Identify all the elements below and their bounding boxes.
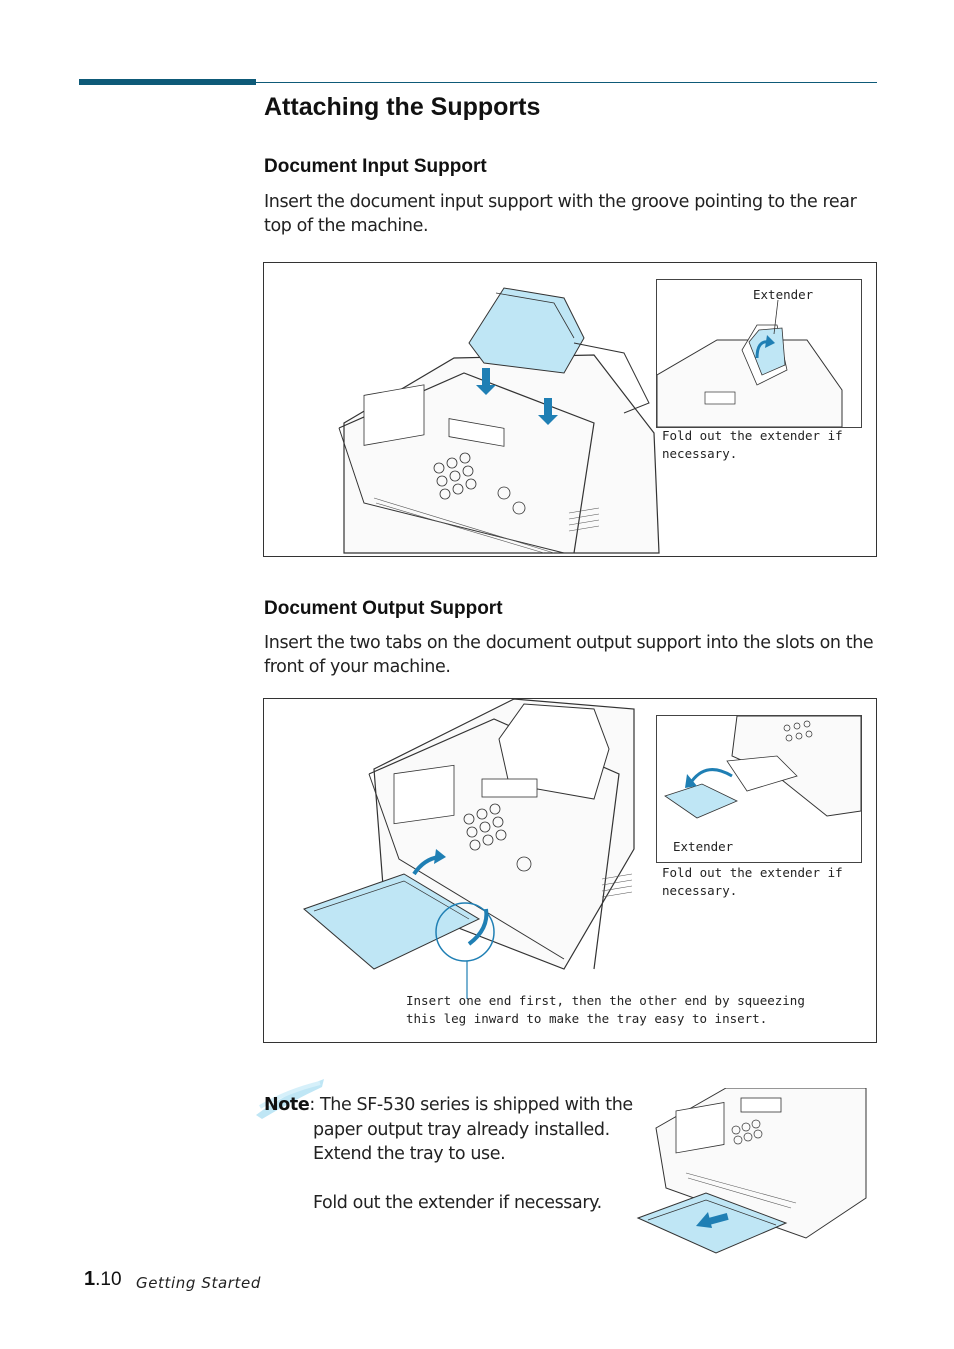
section-body-output-support: Insert the two tabs on the document outp… [264, 633, 874, 677]
note-brush-icon [256, 1079, 324, 1119]
extender-tray-illustration [664, 716, 861, 819]
note-extra: Fold out the extender if necessary. [313, 1192, 602, 1213]
inset-extender-output: Extender [656, 715, 862, 863]
inset-caption-output: Fold out the extender if necessary. [662, 865, 843, 898]
footer-section-name: Getting Started [136, 1274, 261, 1292]
page-number-minor: .10 [95, 1269, 122, 1290]
note-text: : The SF-530 series is shipped with the [309, 1095, 633, 1115]
fax-machine-output-illustration [303, 699, 635, 999]
inset-label-extender-output: Extender [673, 839, 734, 854]
section-heading-output-support: Document Output Support [264, 598, 503, 619]
page-number-major: 1 [84, 1268, 96, 1290]
figure-input-support: Extender Fold out the extender if necess… [263, 262, 877, 557]
note-line-1: paper output tray already installed. [313, 1119, 610, 1140]
inset-extender-input: Extender [656, 279, 862, 428]
page-number: 1.10 [84, 1268, 122, 1291]
header-accent-bar [79, 79, 256, 85]
note-block: Note: The SF-530 series is shipped with … [264, 1093, 634, 1215]
page-title: Attaching the Supports [264, 93, 541, 121]
note-label: Note [264, 1095, 310, 1115]
figure-output-support: Extender Fold out the extender if necess… [263, 698, 877, 1043]
section-heading-input-support: Document Input Support [264, 156, 487, 177]
section-body-input-support: Insert the document input support with t… [264, 192, 857, 236]
callout-insert-tray: Insert one end first, then the other end… [406, 993, 805, 1026]
inset-label-extender: Extender [753, 287, 814, 302]
inset-caption-input: Fold out the extender if necessary. [662, 428, 843, 461]
output-tray-illustration [636, 1088, 867, 1254]
note-line-2: Extend the tray to use. [313, 1144, 506, 1164]
fax-machine-illustration [338, 287, 660, 554]
extender-illustration [657, 299, 843, 427]
header-rule [256, 82, 877, 83]
